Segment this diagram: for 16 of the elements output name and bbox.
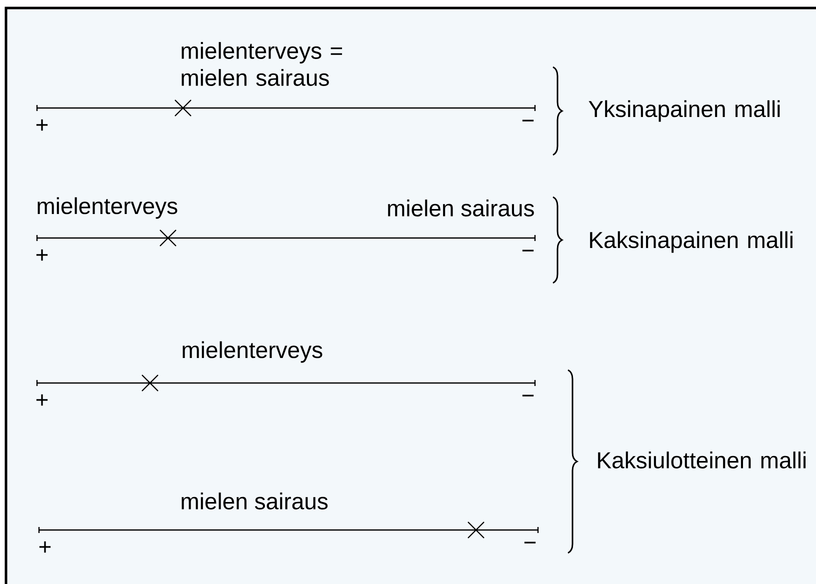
scale-caption: mielenterveys xyxy=(182,341,322,363)
model-name: Kaksiulotteinen malli xyxy=(598,452,806,468)
scale-caption: mielenterveys = mielen sairaus xyxy=(182,42,342,86)
scale-caption: mielenterveys xyxy=(38,197,178,219)
minus-sign: − xyxy=(524,542,536,544)
plus-sign: + xyxy=(36,119,48,131)
plus-sign: + xyxy=(36,249,48,261)
minus-sign: − xyxy=(522,120,534,122)
scale-caption: mielen sairaus xyxy=(182,492,328,510)
plus-sign: + xyxy=(39,541,51,553)
minus-sign: − xyxy=(522,250,534,252)
minus-sign: − xyxy=(522,394,534,396)
model-name: Yksinapainen malli xyxy=(588,100,780,122)
plus-sign: + xyxy=(36,394,48,406)
scale-caption: mielen sairaus xyxy=(388,200,534,216)
model-name: Kaksinapainen malli xyxy=(590,231,792,253)
